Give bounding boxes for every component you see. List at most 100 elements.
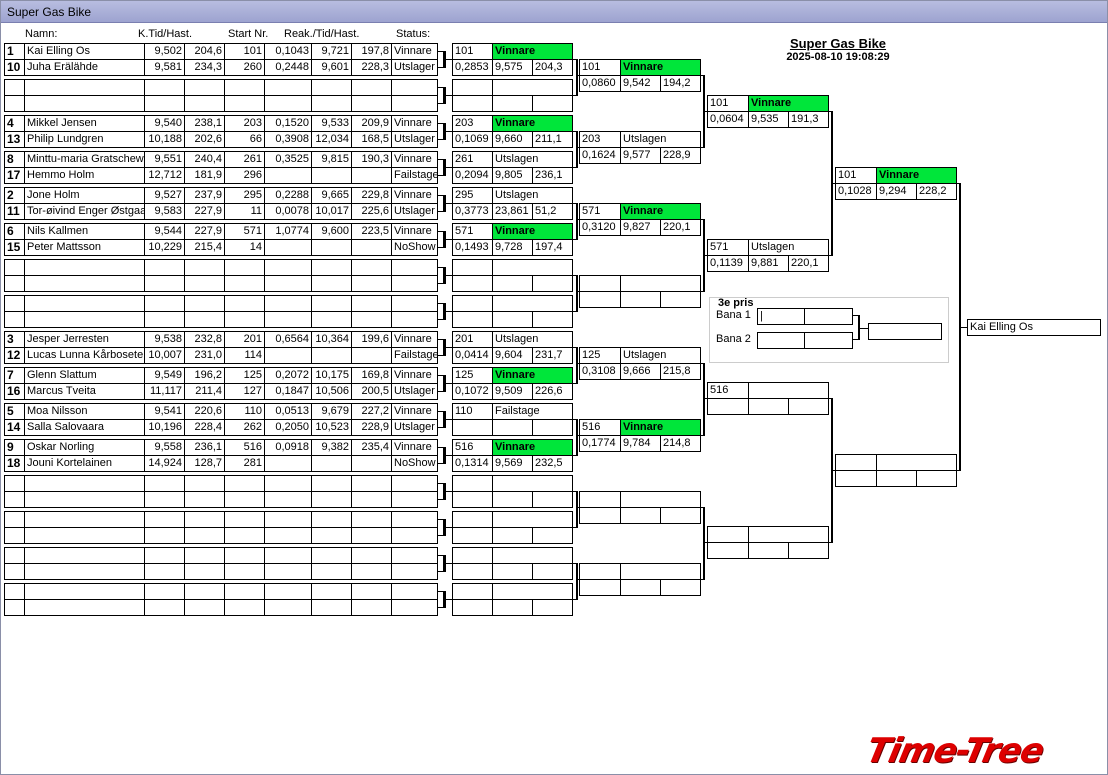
run-time (311, 547, 352, 564)
k-speed: 237,9 (184, 187, 225, 204)
run-speed (351, 311, 392, 328)
racer-name[interactable]: Jesper Jerresten (24, 331, 145, 348)
lane1-label: Bana 1 (716, 309, 751, 321)
bracket-line (573, 491, 577, 492)
entry-speed (660, 507, 701, 524)
bracket-line (445, 59, 452, 60)
racer-name[interactable]: Lucas Lunna Kårbosete (24, 347, 145, 364)
racer-name[interactable]: Glenn Slattum (24, 367, 145, 384)
racer-name[interactable]: Minttu-maria Gratschew (24, 151, 145, 168)
racer-name[interactable]: Hemmo Holm (24, 167, 145, 184)
racer-name[interactable] (24, 547, 145, 564)
k-time: 9,527 (144, 187, 185, 204)
seed-cell: 17 (4, 167, 25, 184)
bracket-line (960, 327, 967, 328)
reaction-time: 0,0918 (264, 439, 312, 456)
racer-name[interactable]: Jouni Kortelainen (24, 455, 145, 472)
k-speed: 227,9 (184, 203, 225, 220)
k-time: 9,502 (144, 43, 185, 60)
racer-name[interactable] (24, 491, 145, 508)
entry-speed (660, 579, 701, 596)
racer-name[interactable] (24, 311, 145, 328)
reaction-time: 0,0078 (264, 203, 312, 220)
racer-name[interactable] (24, 259, 145, 276)
bracket-line (443, 267, 446, 284)
k-time: 9,583 (144, 203, 185, 220)
bracket-line (445, 419, 452, 420)
entry-nr: 203 (579, 131, 621, 148)
reaction-time (264, 95, 312, 112)
entry-nr (835, 454, 877, 471)
run-speed: 200,5 (351, 383, 392, 400)
lane2-input[interactable] (757, 332, 805, 349)
k-speed (184, 295, 225, 312)
reaction-time: 0,2448 (264, 59, 312, 76)
bracket-line (443, 231, 446, 248)
bracket-line (443, 447, 446, 464)
k-speed: 236,1 (184, 439, 225, 456)
racer-name[interactable] (24, 583, 145, 600)
bracket-line (701, 75, 704, 76)
racer-name[interactable] (24, 275, 145, 292)
reaction-time (264, 491, 312, 508)
entry-speed (532, 311, 573, 328)
run-speed: 223,5 (351, 223, 392, 240)
entry-speed (532, 95, 573, 112)
status-cell: NoShow (391, 455, 438, 472)
reaction-time (264, 563, 312, 580)
start-nr: 262 (224, 419, 265, 436)
bracket-line (573, 311, 577, 312)
racer-name[interactable]: Moa Nilsson (24, 403, 145, 420)
k-time: 12,712 (144, 167, 185, 184)
entry-time: 9,569 (492, 455, 533, 472)
bracket-line (701, 147, 704, 148)
racer-name[interactable]: Peter Mattsson (24, 239, 145, 256)
run-speed (351, 275, 392, 292)
entry-speed: 232,5 (532, 455, 573, 472)
lane1-input[interactable]: | (757, 308, 805, 325)
seed-cell: 10 (4, 59, 25, 76)
bracket-line (577, 291, 579, 292)
racer-name[interactable]: Kai Elling Os (24, 43, 145, 60)
run-speed: 235,4 (351, 439, 392, 456)
racer-name[interactable] (24, 475, 145, 492)
racer-name[interactable] (24, 79, 145, 96)
racer-name[interactable]: Salla Salovaara (24, 419, 145, 436)
title-bar[interactable]: Super Gas Bike (1, 1, 1107, 23)
racer-name[interactable]: Marcus Tveita (24, 383, 145, 400)
third-place-label: 3e pris (718, 297, 754, 309)
k-time: 14,924 (144, 455, 185, 472)
racer-name[interactable]: Jone Holm (24, 187, 145, 204)
k-time (144, 547, 185, 564)
racer-name[interactable]: Oskar Norling (24, 439, 145, 456)
racer-name[interactable] (24, 527, 145, 544)
entry-reaction: 0,0860 (579, 75, 621, 92)
racer-name[interactable]: Nils Kallmen (24, 223, 145, 240)
bracket-line (704, 255, 707, 256)
racer-name[interactable] (24, 563, 145, 580)
bracket-line (438, 519, 444, 520)
reaction-time: 0,3525 (264, 151, 312, 168)
bracket-line (829, 398, 832, 399)
bracket-line (443, 51, 446, 68)
bracket-line (577, 219, 579, 220)
k-speed: 215,4 (184, 239, 225, 256)
reaction-time: 0,1043 (264, 43, 312, 60)
start-nr (224, 95, 265, 112)
racer-name[interactable]: Juha Erälähde (24, 59, 145, 76)
racer-name[interactable]: Philip Lundgren (24, 131, 145, 148)
entry-status (492, 583, 573, 600)
racer-name[interactable]: Mikkel Jensen (24, 115, 145, 132)
lane1-value (804, 308, 853, 325)
k-speed: 240,4 (184, 151, 225, 168)
racer-name[interactable]: Tor-øivind Enger Østgaard (24, 203, 145, 220)
entry-reaction: 0,1624 (579, 147, 621, 164)
entry-speed: 231,7 (532, 347, 573, 364)
racer-name[interactable] (24, 511, 145, 528)
racer-name[interactable] (24, 599, 145, 616)
racer-name[interactable] (24, 95, 145, 112)
start-nr: 261 (224, 151, 265, 168)
bracket-line (573, 275, 577, 276)
racer-name[interactable] (24, 295, 145, 312)
bracket-line (438, 303, 444, 304)
